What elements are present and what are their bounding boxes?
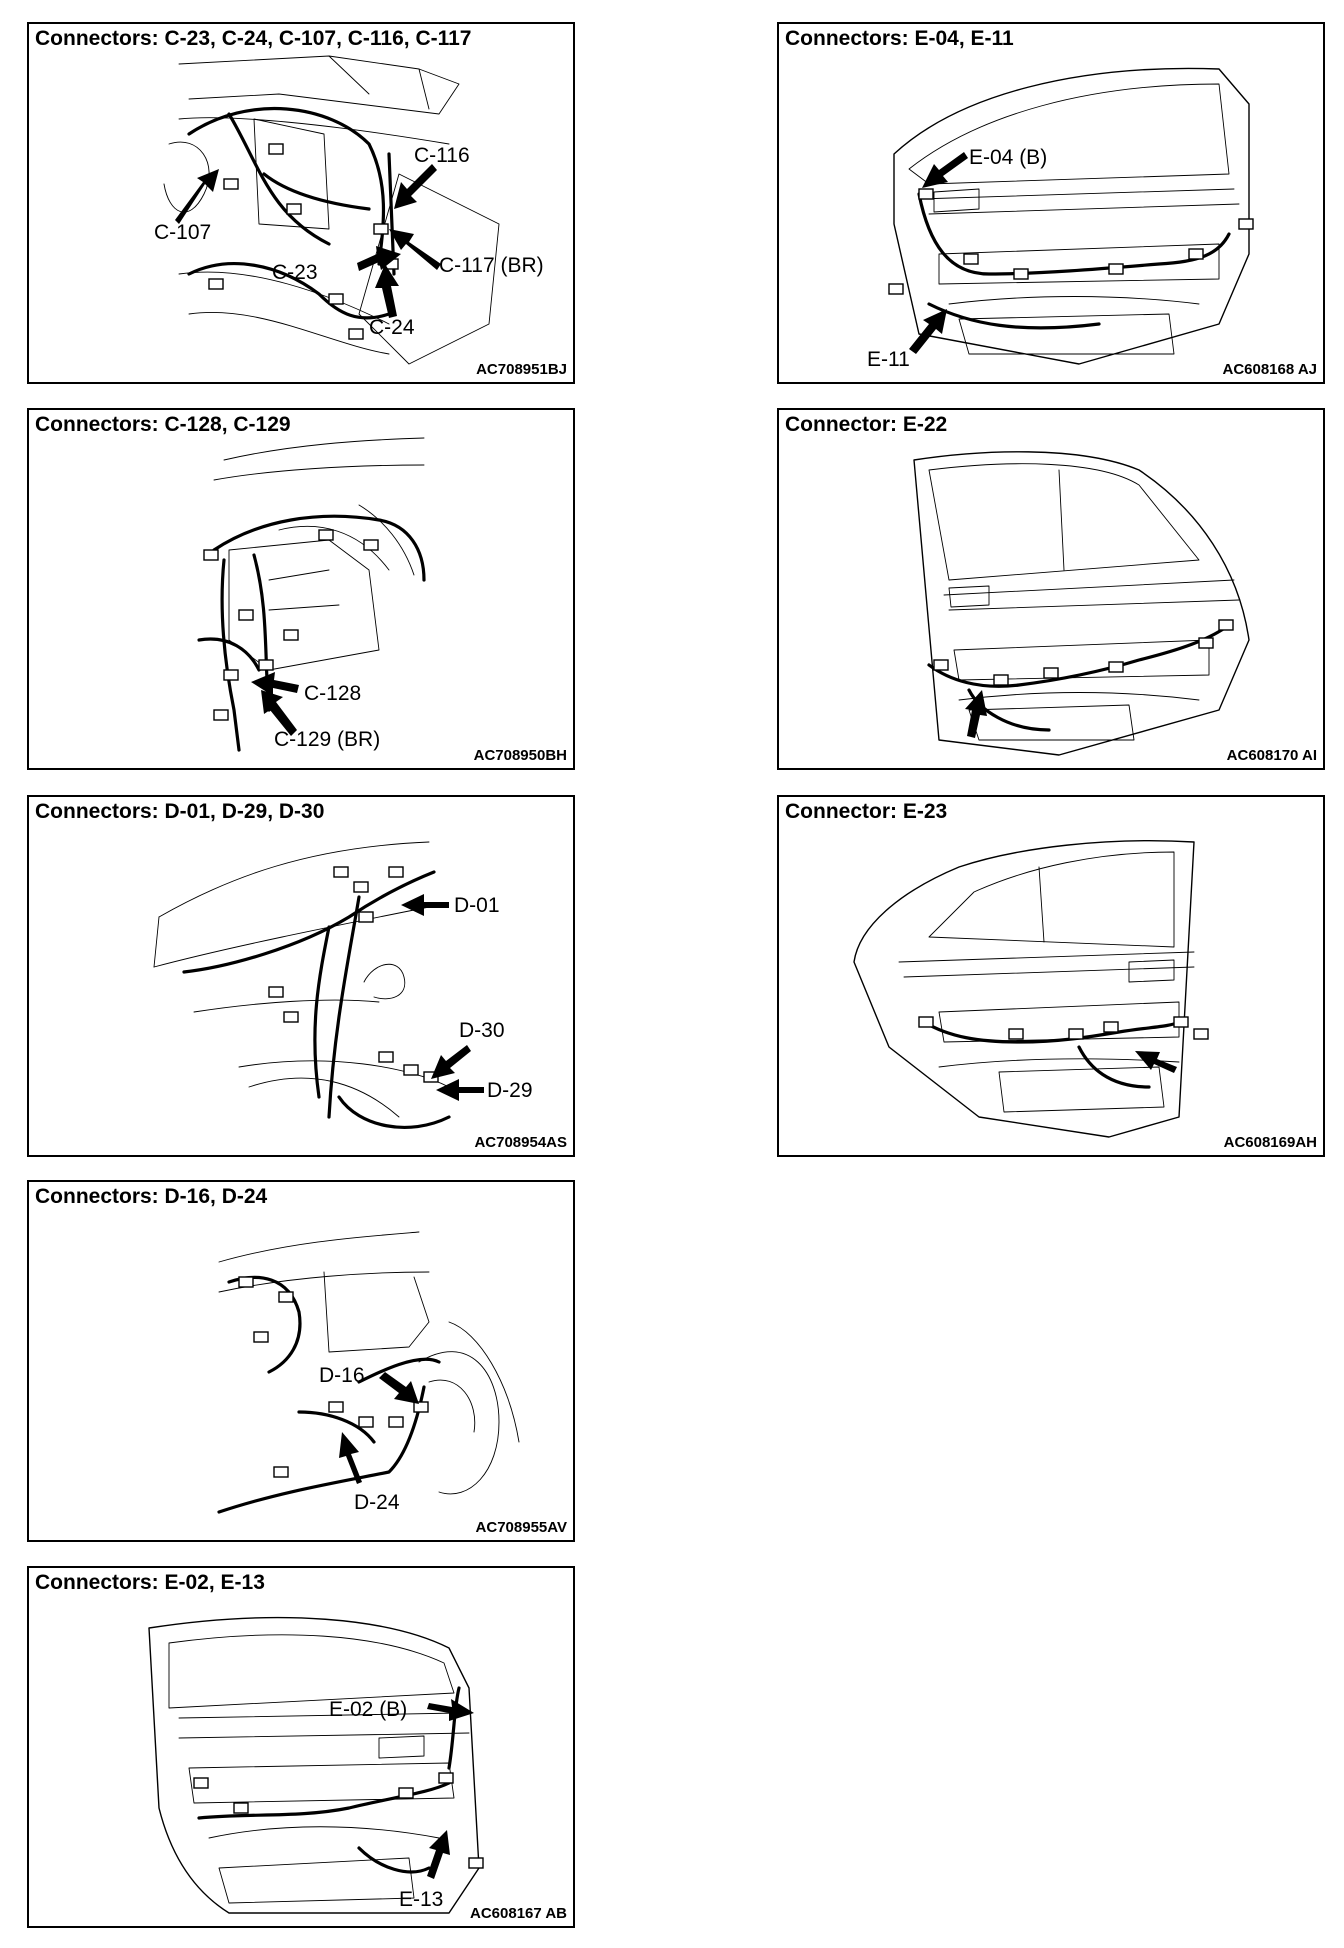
panel-title: Connector: E-22 (785, 413, 948, 436)
callout-arrow-c24 (375, 264, 399, 318)
rear-door-illustration (853, 840, 1209, 1138)
callout-label-d24: D-24 (354, 1491, 400, 1514)
callout-arrow-c107 (175, 169, 219, 224)
quarter-harness-illustration: D-16 D-24 (217, 1231, 520, 1514)
panel-title: Connector: E-23 (785, 800, 948, 823)
panel-connectors-c128-c129: C-128 C-129 (BR) Connectors: C-128, C-12… (27, 408, 575, 770)
callout-arrow-c23 (357, 246, 401, 271)
panel-connectors-d16-d24: D-16 D-24 Connectors: D-16, D-24 AC70895… (27, 1180, 575, 1542)
figure-code: AC608170 AI (1226, 747, 1317, 764)
callout-arrow-c128 (251, 672, 299, 696)
figure-code: AC708951BJ (476, 361, 567, 378)
callout-arrow-e23 (1135, 1051, 1177, 1073)
figure-code: AC708950BH (473, 747, 567, 764)
dash-harness-illustration: C-116 C-107 C-117 (BR) C-23 C-24 (154, 55, 544, 365)
panel-connector-e22: Connector: E-22 AC608170 AI (777, 408, 1325, 770)
callout-arrow-c129 (261, 690, 297, 736)
panel-title: Connectors: E-02, E-13 (35, 1571, 265, 1594)
dash-harness-illustration: C-128 C-129 (BR) (197, 437, 426, 752)
callout-arrow-e11 (909, 309, 947, 354)
callout-arrow-e02 (427, 1699, 474, 1721)
callout-label-e02: E-02 (B) (329, 1698, 407, 1721)
callout-label-e13: E-13 (399, 1888, 443, 1911)
callout-arrow-c117 (389, 229, 441, 270)
callout-label-c107: C-107 (154, 221, 211, 244)
callout-label-d16: D-16 (319, 1364, 365, 1387)
panel-title: Connectors: C-128, C-129 (35, 413, 291, 436)
callout-arrow-e13 (427, 1830, 450, 1879)
callout-arrow-e22 (965, 690, 987, 738)
panel-title: Connectors: C-23, C-24, C-107, C-116, C-… (35, 27, 472, 50)
callout-label-c117: C-117 (BR) (439, 254, 544, 277)
figure-code: AC708955AV (475, 1519, 567, 1536)
figure-code: AC608167 AB (470, 1905, 567, 1922)
callout-arrow-d24 (339, 1432, 362, 1484)
front-door-illustration: E-02 (B) E-13 (148, 1616, 484, 1914)
callout-arrow-d29 (436, 1079, 484, 1101)
callout-label-d29: D-29 (487, 1079, 533, 1102)
panel-connectors-c23-c24-c107-c116-c117: C-116 C-107 C-117 (BR) C-23 C-24 Connect… (27, 22, 575, 384)
callout-label-c24: C-24 (369, 316, 415, 339)
panel-connector-e23: Connector: E-23 AC608169AH (777, 795, 1325, 1157)
callout-label-e11: E-11 (867, 348, 910, 371)
callout-label-e04: E-04 (B) (969, 146, 1047, 169)
figure-code: AC708954AS (474, 1134, 567, 1151)
panel-title: Connectors: D-16, D-24 (35, 1185, 268, 1208)
callout-label-d30: D-30 (459, 1019, 505, 1042)
rear-door-illustration (913, 451, 1250, 756)
callout-label-c128: C-128 (304, 682, 361, 705)
panel-connectors-d01-d29-d30: D-01 D-30 D-29 Connectors: D-01, D-29, D… (27, 795, 575, 1157)
figure-code: AC608169AH (1223, 1134, 1317, 1151)
panel-title: Connectors: D-01, D-29, D-30 (35, 800, 325, 823)
callout-label-c23: C-23 (272, 261, 318, 284)
panel-connectors-e02-e13: E-02 (B) E-13 Connectors: E-02, E-13 AC6… (27, 1566, 575, 1928)
panel-connectors-e04-e11: E-04 (B) E-11 Connectors: E-04, E-11 AC6… (777, 22, 1325, 384)
callout-arrow-d01 (401, 894, 449, 916)
callout-label-d01: D-01 (454, 894, 500, 917)
callout-label-c116: C-116 (414, 144, 470, 167)
callout-label-c129: C-129 (BR) (274, 728, 380, 751)
callout-arrow-d16 (379, 1372, 419, 1404)
callout-arrow-c116 (394, 164, 437, 209)
panel-title: Connectors: E-04, E-11 (785, 27, 1014, 50)
figure-code: AC608168 AJ (1222, 361, 1317, 378)
callout-arrow-e04 (922, 152, 968, 188)
roof-harness-illustration: D-01 D-30 D-29 (153, 841, 533, 1129)
callout-arrow-d30 (431, 1045, 471, 1079)
front-door-illustration: E-04 (B) E-11 (867, 67, 1254, 371)
